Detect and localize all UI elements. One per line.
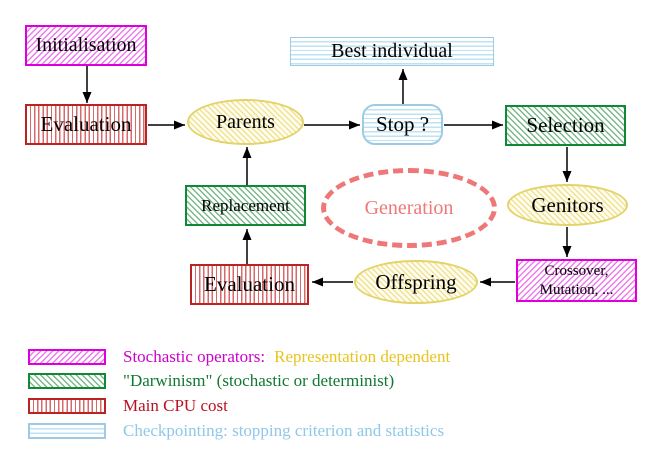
legend-label-darwinism: "Darwinism" (stochastic or determinist) (123, 370, 395, 390)
node-initialisation-label: Initialisation (35, 34, 137, 56)
node-selection-label: Selection (526, 113, 605, 137)
node-evaluation-bottom: Evaluation (190, 264, 309, 305)
legend-swatch-green-diagonal-hatch (28, 372, 106, 389)
node-genitors-label: Genitors (531, 192, 604, 217)
node-parents: Parents (187, 99, 304, 145)
node-crossover-mutation: Crossover, Mutation, ... (516, 259, 637, 302)
legend-label-main-cpu-cost: Main CPU cost (123, 395, 228, 415)
node-parents-label: Parents (216, 110, 275, 133)
node-replacement-label: Replacement (201, 195, 290, 215)
legend-swatch-magenta-diagonal-hatch (28, 348, 106, 365)
legend-label: Stochastic operators: Representation depe… (123, 347, 450, 367)
legend-swatch-red-vertical-lines (28, 397, 106, 414)
node-stop-label: Stop ? (375, 112, 430, 136)
node-best-individual: Best individual (290, 37, 494, 66)
node-best-individual-label: Best individual (331, 40, 453, 62)
legend-row-stochastic-operators: Stochastic operators: Representation depe… (28, 347, 450, 367)
node-generation-label: Generation (364, 196, 454, 219)
node-evaluation-top-label: Evaluation (40, 112, 132, 136)
legend-row-checkpointing: Checkpointing: stopping criterion and st… (28, 420, 445, 440)
node-initialisation: Initialisation (25, 25, 147, 66)
node-genitors: Genitors (507, 184, 628, 226)
node-selection: Selection (505, 105, 626, 146)
legend-row-darwinism: "Darwinism" (stochastic or determinist) (28, 370, 395, 390)
node-crossover-line1: Crossover, (544, 262, 609, 279)
node-offspring-label: Offspring (375, 269, 457, 294)
node-crossover-line2: Mutation, ... (539, 281, 614, 298)
node-stop: Stop ? (362, 104, 443, 145)
legend-row-main-cpu-cost: Main CPU cost (28, 395, 228, 415)
legend-label-stochastic-operators: Stochastic operators: (123, 346, 266, 366)
legend-label-checkpointing: Checkpointing: stopping criterion and st… (123, 420, 445, 440)
node-offspring: Offspring (354, 260, 478, 304)
node-generation-cycle: Generation (321, 168, 497, 248)
node-replacement: Replacement (185, 185, 306, 226)
node-evaluation-bottom-label: Evaluation (204, 272, 295, 296)
node-evaluation-top: Evaluation (25, 104, 147, 145)
legend-swatch-cyan-horizontal-lines (28, 422, 106, 439)
legend-label-representation-dependent: Representation dependent (274, 346, 451, 366)
